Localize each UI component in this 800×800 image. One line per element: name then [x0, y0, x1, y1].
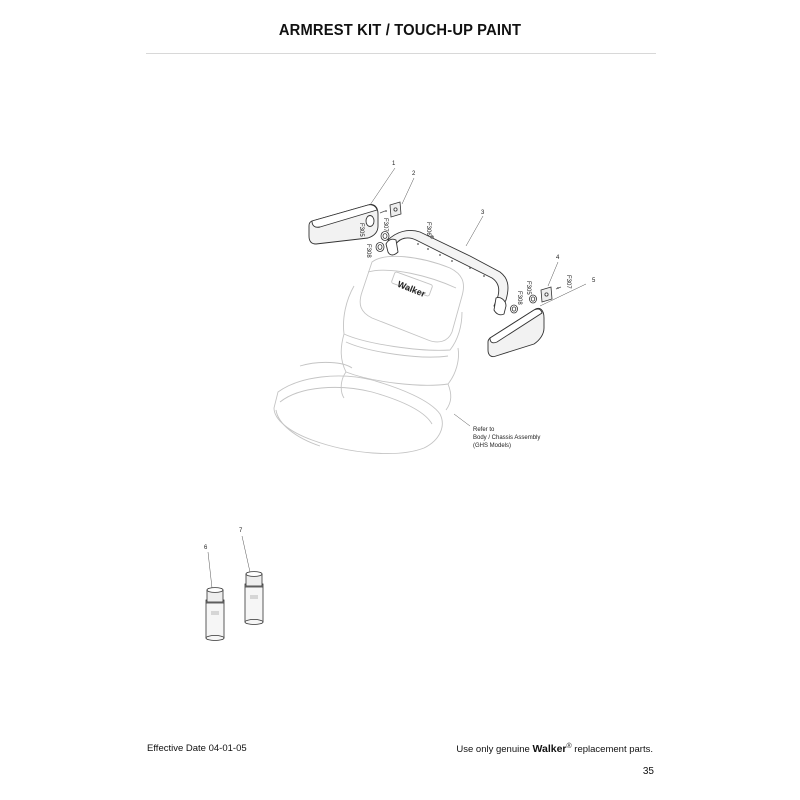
armrest-pad-right: [487, 307, 545, 358]
footer-reg: ®: [566, 743, 572, 750]
armrest-pad-left: [308, 204, 379, 245]
bracket-plate-left: [379, 201, 402, 218]
callout-6: 6: [204, 545, 208, 551]
effective-date: Effective Date 04-01-05: [147, 743, 247, 754]
paint-can-6: [205, 587, 225, 641]
label-f307-left: F307: [382, 218, 388, 232]
page-number: 35: [642, 766, 654, 777]
label-f308-left: F308: [365, 244, 371, 258]
footer-brand: Walker: [532, 743, 567, 756]
washer-left: [375, 231, 390, 252]
page-title: ARMREST KIT / TOUCH-UP PAINT: [278, 22, 522, 39]
label-f305-left: F305: [358, 223, 364, 237]
footer-suffix: replacement parts.: [571, 744, 653, 756]
label-f305-right: F305: [525, 281, 531, 295]
callout-5: 5: [592, 278, 596, 284]
title-rule: [146, 53, 656, 54]
bracket-plate-right: [540, 286, 562, 303]
screw-f306: [430, 235, 434, 239]
callout-7: 7: [239, 528, 243, 534]
label-f308-right: F308: [516, 291, 522, 305]
washer-right: [510, 294, 537, 314]
note-line-2: Body / Chassis Assembly: [473, 435, 540, 441]
callout-1: 1: [392, 161, 396, 167]
note-line-1: Refer to: [473, 427, 495, 433]
callout-3: 3: [481, 210, 485, 216]
label-f307-right: F307: [565, 275, 571, 289]
label-f306: F306: [425, 222, 431, 236]
note-line-3: (GHS Models): [473, 443, 511, 449]
seat-phantom: [273, 255, 464, 454]
callout-4: 4: [556, 255, 560, 261]
footer-prefix: Use only genuine: [456, 744, 533, 756]
leader-lines: [207, 167, 587, 589]
seat-logo: Walker: [396, 279, 427, 299]
paint-can-7: [244, 571, 264, 625]
armrest-bracket-arm: [385, 229, 509, 316]
callout-2: 2: [412, 171, 416, 177]
footer-note: Use only genuine Walker® replacement par…: [456, 743, 653, 755]
